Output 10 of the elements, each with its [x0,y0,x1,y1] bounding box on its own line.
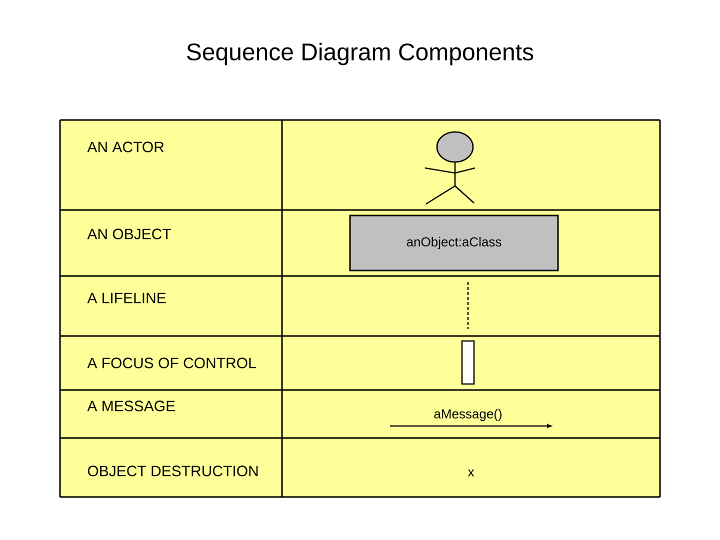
row-label: A LIFELINE [87,292,166,304]
row-label: A FOCUS OF CONTROL [87,358,256,368]
title: Sequence Diagram Components [187,42,534,66]
row-label: AN OBJECT [87,228,172,240]
destruction-mark: x [468,470,474,476]
object-box: anObject:aClass [349,214,559,272]
row-label: A MESSAGE [87,400,175,412]
row-label: OBJECT DESTRUCTION [88,466,258,476]
row-label: AN ACTOR [87,142,164,152]
message-label: aMessage() [434,408,502,422]
